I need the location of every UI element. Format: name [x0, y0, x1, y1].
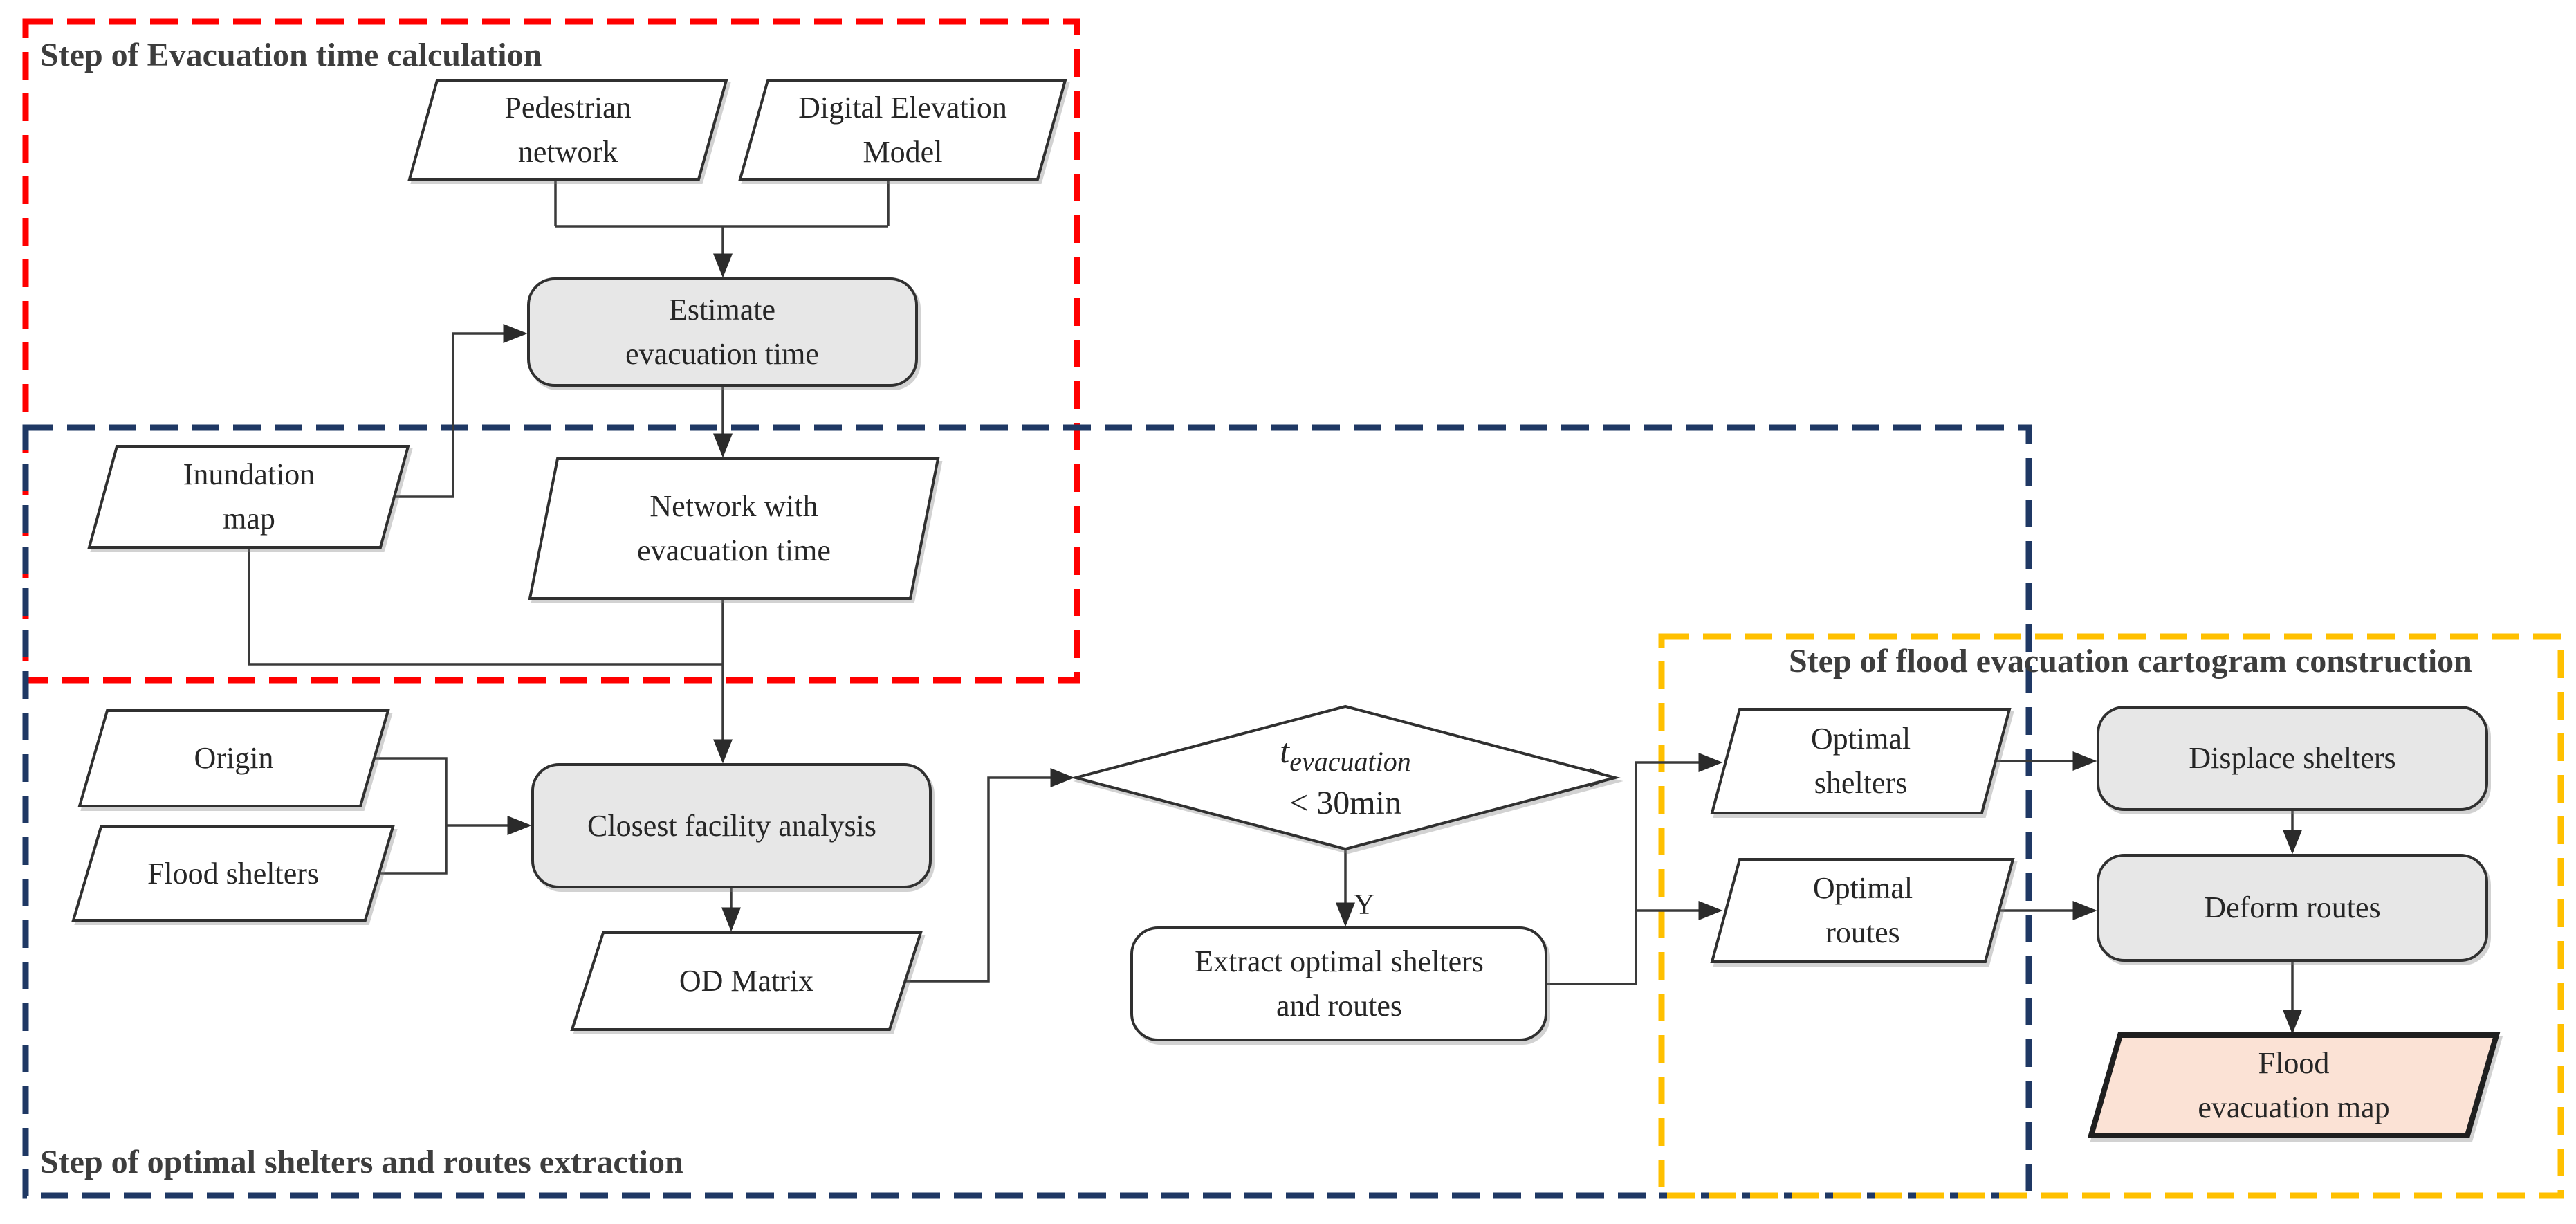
od-matrix-shape — [570, 931, 923, 1031]
deform-routes-shape — [2097, 854, 2488, 962]
section-title-shelters-routes: Step of optimal shelters and routes extr… — [40, 1144, 683, 1180]
deform-routes-label: Deform routes — [2119, 885, 2465, 931]
label-line: Extract optimal shelters — [1195, 944, 1484, 978]
flood-evacuation-map-label: Flood evacuation map — [2155, 1039, 2432, 1132]
section-cartogram-frame — [1658, 633, 2564, 1199]
estimate-evacuation-time-shape — [527, 277, 918, 387]
decision-var-subscript: evacuation — [1289, 746, 1411, 777]
label-line: evacuation time — [625, 337, 819, 371]
closest-facility-analysis-shape — [531, 763, 932, 888]
optimal-shelters-label: Optimal shelters — [1722, 715, 1999, 807]
label-line: Digital Elevation — [798, 91, 1007, 125]
label-line: Optimal — [1810, 722, 1911, 756]
decision-variable: tevacuation — [1280, 729, 1410, 783]
node-shapes — [71, 79, 2501, 1138]
label-line: network — [517, 135, 618, 169]
decision-diamond-shape — [1070, 704, 1621, 851]
network-with-evacuation-time-shape — [528, 457, 940, 600]
edge-inundation-down-merge — [248, 547, 723, 666]
label-line: Model — [863, 135, 943, 169]
closest-facility-analysis-label: Closest facility analysis — [559, 803, 905, 849]
digital-elevation-model-shape — [738, 79, 1067, 181]
optimal-shelters-shape — [1710, 708, 2012, 814]
label-line: Flood — [2258, 1046, 2330, 1080]
label-line: Flood shelters — [147, 857, 320, 890]
decision-yes-label: Y — [1354, 889, 1375, 921]
extract-optimal-label: Extract optimal shelters and routes — [1166, 938, 1512, 1030]
inundation-map-shape — [87, 445, 410, 549]
label-line: evacuation map — [2198, 1090, 2390, 1124]
label-line: Origin — [194, 741, 274, 775]
estimate-evacuation-time-label: Estimate evacuation time — [549, 286, 895, 378]
connectors — [248, 177, 2302, 1034]
network-with-evacuation-time-label: Network with evacuation time — [561, 482, 907, 575]
label-line: and routes — [1276, 989, 1403, 1023]
pedestrian-network-label: Pedestrian network — [430, 84, 706, 176]
section-shelters-routes-frame — [22, 424, 2032, 1199]
optimal-routes-shape — [1710, 858, 2015, 963]
optimal-routes-label: Optimal routes — [1724, 864, 2001, 957]
decision-condition: < 30min — [1289, 785, 1401, 821]
label-line: routes — [1825, 915, 1900, 949]
label-line: Optimal — [1812, 871, 1913, 905]
edge-inundation-to-estimate — [393, 324, 528, 498]
edge-extract-to-shelters — [1546, 753, 1723, 985]
flood-shelters-shape — [71, 825, 395, 922]
label-line: shelters — [1814, 766, 1908, 800]
flood-shelters-label: Flood shelters — [95, 851, 371, 897]
decision-label: tevacuation < 30min — [1207, 720, 1484, 833]
section-frames — [22, 18, 2564, 1199]
decision-var-t: t — [1280, 731, 1290, 770]
label-line: Estimate — [669, 293, 775, 327]
edge-odmatrix-to-decision — [905, 768, 1075, 983]
label-line: Pedestrian — [504, 91, 632, 125]
digital-elevation-model-label: Digital Elevation Model — [764, 84, 1041, 176]
label-line: Inundation — [183, 457, 315, 491]
label-line: Closest facility analysis — [587, 809, 876, 843]
pedestrian-network-shape — [407, 79, 728, 181]
label-line: map — [223, 502, 275, 536]
label-line: Deform routes — [2204, 890, 2381, 924]
label-line: Displace shelters — [2189, 741, 2396, 775]
origin-shape — [77, 709, 390, 807]
od-matrix-label: OD Matrix — [608, 958, 885, 1004]
label-line: OD Matrix — [679, 964, 814, 998]
edge-origin-shelters-merge — [374, 757, 448, 875]
flood-evacuation-map-shape — [2087, 1032, 2501, 1138]
section-evacuation-time-frame — [22, 18, 1080, 684]
section-title-cartogram: Step of flood evacuation cartogram const… — [1789, 643, 2472, 679]
displace-shelters-shape — [2097, 706, 2488, 811]
section-title-evacuation-time: Step of Evacuation time calculation — [40, 37, 542, 73]
extract-optimal-shape — [1130, 926, 1547, 1041]
label-line: evacuation time — [637, 533, 831, 567]
displace-shelters-label: Displace shelters — [2119, 736, 2465, 781]
inundation-map-label: Inundation map — [111, 450, 387, 543]
label-line: Network with — [650, 489, 818, 523]
origin-label: Origin — [95, 736, 372, 781]
